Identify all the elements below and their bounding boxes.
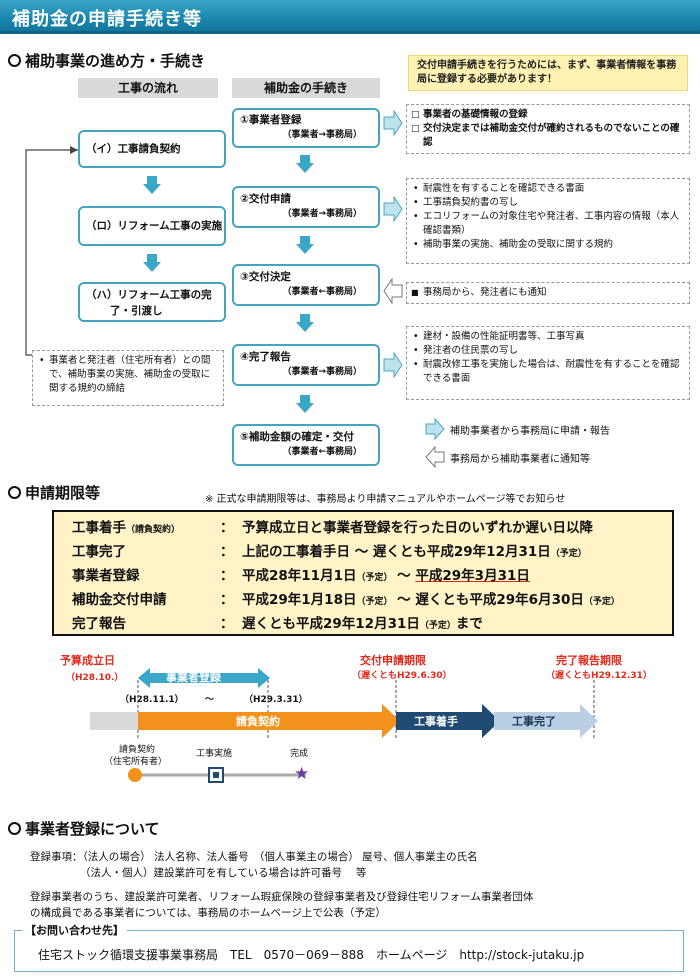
circle-bullet-icon — [8, 486, 21, 499]
contact-label: 【お問い合わせ先】 — [22, 922, 127, 938]
milestone-complete-label: 完成 — [290, 749, 309, 759]
deadline-table: 工事着手（請負契約）：予算成立日と事業者登録を行った日のいずれか遅い日以降 工事… — [52, 510, 674, 636]
publication-line1: 登録事業者のうち、建設業許可業者、リフォーム瑕疵保険の登録事業者及び登録住宅リフ… — [30, 891, 534, 903]
step-grant-application: ②交付申請（事業者→事務局） — [232, 186, 380, 228]
down-arrow-icon — [296, 155, 314, 173]
contract-bar-label: 請負契約 — [236, 715, 280, 728]
deadline-note: ※ 正式な申請期限等は、事務局より申請マニュアルやホームページ等でお知らせ — [205, 494, 566, 505]
column-head-subsidy: 補助金の手続き — [232, 78, 380, 98]
step-completion: （ハ）リフォーム工事の完了・引渡し — [78, 282, 226, 322]
registration-tilde: ～ — [205, 695, 215, 705]
budget-date-value: （H28.10.） — [66, 673, 124, 683]
pre-budget-bar — [90, 712, 138, 730]
right-arrow-icon — [383, 110, 403, 136]
row-construction-start: 工事着手（請負契約）：予算成立日と事業者登録を行った日のいずれか遅い日以降 — [72, 520, 593, 536]
decision-note: 事務局から、発注者にも通知 — [406, 282, 690, 304]
contact-info: 住宅ストック循環支援事業事務局 TEL 0570－069－888 ホームページ … — [38, 948, 585, 962]
row-grant-application: 補助金交付申請：平成29年1月18日（予定） ～ 遅くとも平成29年6月30日（… — [72, 592, 620, 608]
section-procedure-title: 補助事業の進め方・手続き — [8, 50, 205, 71]
row-business-registration: 事業者登録：平成28年11月1日（予定） ～ 平成29年3月31日 — [72, 568, 530, 584]
registration-details-note: 事業者の基礎情報の登録 交付決定までは補助金交付が確約されるものでないことの確認 — [406, 104, 690, 154]
application-documents-note: 耐震性を有することを確認できる書面 工事請負契約書の写し エコリフォームの対象住… — [406, 178, 690, 264]
agreement-note: 事業者と発注者（住宅所有者）との間で、補助事業の実施、補助金の受取に関する規約の… — [32, 350, 224, 406]
publication-line2: の構成員である事業者については、事務局のホームページ上で公表（予定） — [30, 907, 386, 919]
down-arrow-icon — [143, 254, 161, 272]
step-completion-report: ④完了報告（事業者→事務局） — [232, 344, 380, 386]
application-deadline-value: （遅くともH29.6.30） — [352, 671, 452, 681]
budget-date-label: 予算成立日 — [60, 654, 115, 667]
milestone-work-square — [208, 767, 224, 783]
down-arrow-icon — [296, 395, 314, 413]
page-title: 補助金の申請手続き等 — [12, 9, 202, 30]
registration-items-line1: 登録事項：（法人の場合） 法人名称、法人番号 （個人事業主の場合） 屋号、個人事… — [30, 851, 478, 863]
step-business-registration: ①事業者登録（事業者→事務局） — [232, 108, 380, 148]
right-arrow-icon — [383, 196, 403, 222]
down-arrow-icon — [296, 314, 314, 332]
application-deadline-label: 交付申請期限 — [360, 654, 426, 667]
down-arrow-icon — [143, 176, 161, 194]
construction-start-label: 工事着手 — [414, 715, 458, 728]
registration-start-date: （H28.11.1） — [120, 695, 184, 705]
report-documents-note: 建材・設備の性能証明書等、工事写真 発注者の住民票の写し 耐震改修工事を実施した… — [406, 326, 690, 400]
legend-right-arrow-icon — [425, 418, 445, 440]
construction-start-bar — [396, 704, 500, 738]
row-completion-report: 完了報告：遅くとも平成29年12月31日（予定）まで — [72, 616, 483, 632]
registration-note: 交付申請手続きを行うためには、まず、事業者情報を事務局に登録する必要があります！ — [408, 55, 688, 91]
circle-bullet-icon — [8, 54, 21, 67]
construction-complete-label: 工事完了 — [512, 715, 556, 728]
registration-period-label: 事業者登録 — [166, 671, 221, 684]
star-icon: ★ — [294, 764, 310, 784]
row-construction-complete: 工事完了：上記の工事着手日 ～ 遅くとも平成29年12月31日（予定） — [72, 544, 587, 560]
legend-submit-label: 補助事業者から事務局に申請・報告 — [450, 426, 610, 437]
registration-period-arrow — [138, 668, 270, 688]
column-head-construction: 工事の流れ — [78, 78, 218, 98]
step-contract: （イ）工事請負契約 — [78, 130, 226, 168]
step-grant-finalization: ⑤補助金額の確定・交付（事業者←事務局） — [232, 424, 380, 466]
right-arrow-icon — [383, 352, 403, 378]
registration-end-date: （H29.3.31） — [244, 695, 308, 705]
registration-items-line2: （法人・個人）建設業許可を有している場合は許可番号 等 — [80, 867, 367, 879]
milestone-owner-label: （住宅所有者） — [104, 757, 168, 767]
left-arrow-icon — [383, 278, 403, 304]
step-reform-work: （ロ）リフォーム工事の実施 — [78, 206, 226, 246]
step-grant-decision: ③交付決定（事業者←事務局） — [232, 264, 380, 306]
report-deadline-value: （遅くともH29.12.31） — [546, 671, 652, 681]
page-header: 補助金の申請手続き等 — [0, 0, 700, 34]
circle-bullet-icon — [8, 822, 21, 835]
report-deadline-label: 完了報告期限 — [556, 654, 622, 667]
contract-bar — [138, 704, 400, 738]
construction-complete-bar — [494, 704, 598, 738]
section-deadline-title: 申請期限等 — [8, 482, 100, 503]
agreement-bracket-line — [25, 146, 78, 356]
down-arrow-icon — [296, 236, 314, 254]
section-registration-title: 事業者登録について — [8, 818, 160, 839]
milestone-work-label: 工事実施 — [196, 749, 233, 759]
milestone-contract-dot — [128, 768, 142, 782]
legend-notify-label: 事務局から補助事業者に通知等 — [450, 454, 590, 465]
milestone-contract-label: 請負契約 — [118, 745, 155, 755]
legend-left-arrow-icon — [425, 446, 445, 468]
